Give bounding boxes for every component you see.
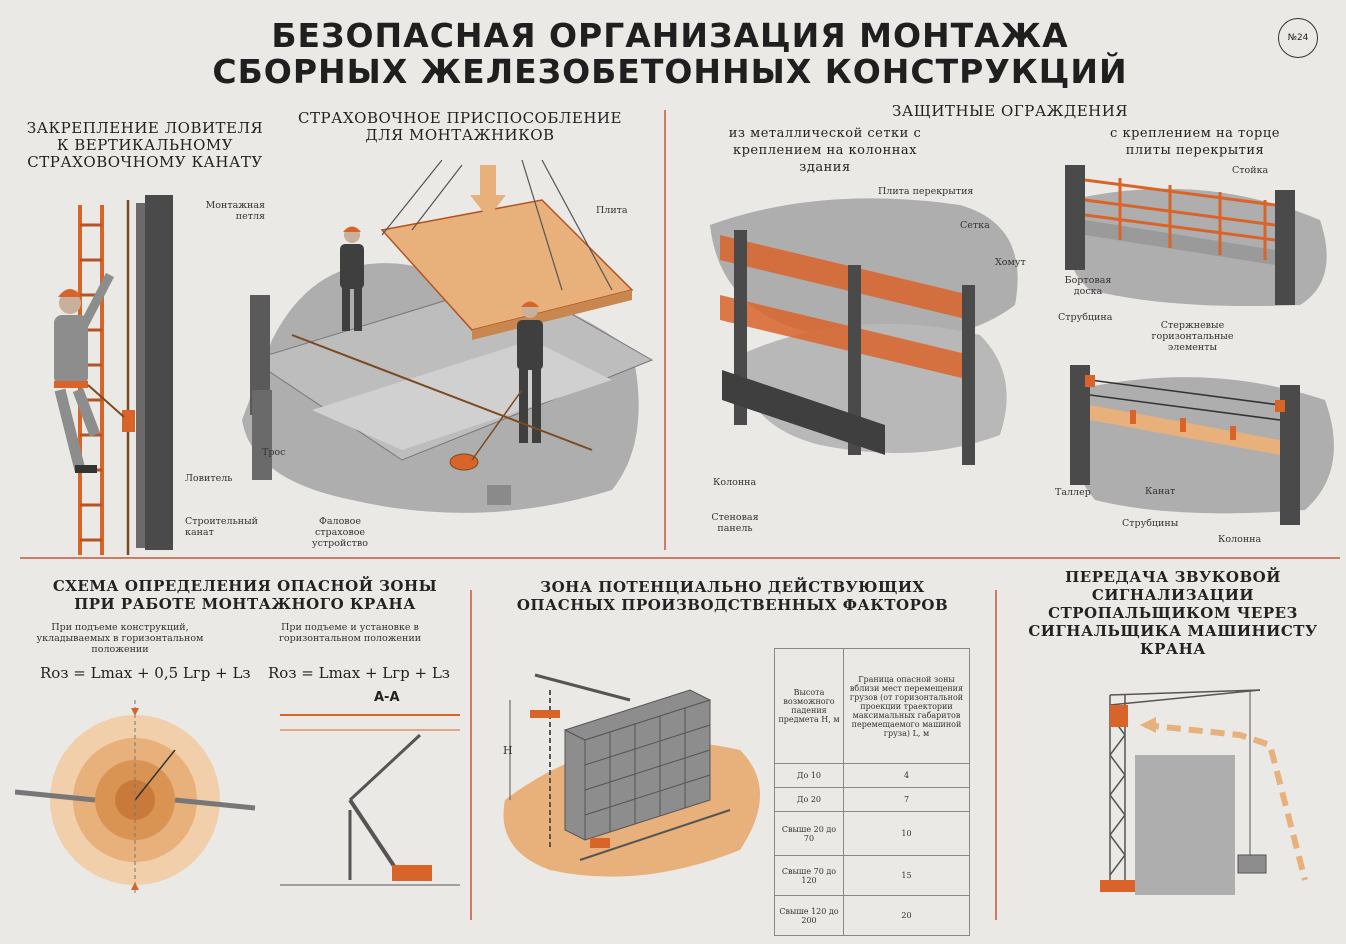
title-line-1: БЕЗОПАСНАЯ ОРГАНИЗАЦИЯ МОНТАЖА <box>271 16 1069 55</box>
table-header-height: Высота возможного падения предмета H, м <box>774 648 844 764</box>
factors-title: ЗОНА ПОТЕНЦИАЛЬНО ДЕЙСТВУЮЩИХ ОПАСНЫХ ПР… <box>516 578 949 614</box>
label-rod-elements: Стержневые горизонтальные элементы <box>1151 320 1234 353</box>
table-header-row: Высота возможного падения предмета H, м … <box>774 648 970 764</box>
danger-zone-title: СХЕМА ОПРЕДЕЛЕНИЯ ОПАСНОЙ ЗОНЫ ПРИ РАБОТ… <box>52 577 438 613</box>
section-aa-label: А-А <box>374 690 400 705</box>
danger-zone-note-right: При подъеме и установке в горизонтальном… <box>278 622 422 644</box>
label-kanat: Канат <box>1145 486 1176 497</box>
label-slab: Плита <box>596 205 628 216</box>
label-clamp-top: Струбцина <box>1058 312 1113 323</box>
signal-title: ПЕРЕДАЧА ЗВУКОВОЙ СИГНАЛИЗАЦИИ СТРОПАЛЬЩ… <box>1028 568 1318 658</box>
danger-zone-note-left: При подъеме конструкций, укладываемых в … <box>36 622 204 655</box>
label-wall-panel: Стеновая панель <box>711 512 759 534</box>
formula-right: Rоз = Lmax + Lгр + Lз <box>268 664 450 682</box>
table-cell-boundary: 20 <box>843 895 970 936</box>
label-column-right: Колонна <box>1218 534 1262 545</box>
guards-subtitle-right: с креплением на торце плиты перекрытия <box>1110 126 1280 158</box>
label-cable: Трос <box>262 447 286 458</box>
catcher-illustration <box>54 195 173 555</box>
formula-left: Rоз = Lmax + 0,5 Lгр + Lз <box>40 664 251 682</box>
label-taller: Таллер <box>1055 487 1091 498</box>
label-post: Стойка <box>1232 165 1269 176</box>
danger-zone-plan-diagram <box>15 700 256 895</box>
divider-vertical-top <box>664 110 666 550</box>
label-construction-rope: Строительный канат <box>185 516 258 538</box>
poster-title: БЕЗОПАСНАЯ ОРГАНИЗАЦИЯ МОНТАЖА СБОРНЫХ Ж… <box>170 18 1170 90</box>
table-cell-height: Свыше 70 до 120 <box>774 855 844 896</box>
label-mesh: Сетка <box>960 220 990 231</box>
divider-vertical-bottom-right <box>995 590 997 920</box>
label-column-left: Колонна <box>713 477 757 488</box>
danger-zone-section-diagram <box>280 714 460 886</box>
table-cell-boundary: 10 <box>843 811 970 856</box>
guards-title: ЗАЩИТНЫЕ ОГРАЖДЕНИЯ <box>892 102 1128 120</box>
table-header-boundary: Граница опасной зоны вблизи мест перемещ… <box>843 648 970 764</box>
table-cell-boundary: 4 <box>843 763 970 788</box>
label-fall-device: Фаловое страховое устройство <box>312 516 368 549</box>
table-cell-boundary: 7 <box>843 787 970 812</box>
safety-device-illustration <box>242 160 654 513</box>
factors-illustration <box>503 673 760 877</box>
table-cell-height: До 20 <box>774 787 844 812</box>
poster-number-badge: №24 <box>1278 18 1318 58</box>
table-cell-boundary: 15 <box>843 855 970 896</box>
signal-illustration <box>1100 689 1308 895</box>
table-cell-height: Свыше 120 до 200 <box>774 895 844 936</box>
guards-slab-edge-bottom-illustration <box>1070 365 1334 525</box>
label-mounting-loop: Монтажная петля <box>205 200 265 222</box>
height-label: H <box>503 744 513 757</box>
label-clamp: Хомут <box>995 257 1026 268</box>
guards-slab-edge-top-illustration <box>1065 165 1327 306</box>
guards-subtitle-left: из металлической сетки с креплением на к… <box>728 126 922 175</box>
label-clamps-bottom: Струбцины <box>1122 518 1179 529</box>
label-catcher: Ловитель <box>185 473 233 484</box>
title-line-2: СБОРНЫХ ЖЕЛЕЗОБЕТОННЫХ КОНСТРУКЦИЙ <box>212 52 1128 91</box>
danger-zone-table: Высота возможного падения предмета H, м … <box>774 648 970 936</box>
divider-vertical-bottom-left <box>470 590 472 920</box>
label-floor-slab: Плита перекрытия <box>878 186 974 197</box>
table-cell-height: Свыше 20 до 70 <box>774 811 844 856</box>
safety-device-title: СТРАХОВОЧНОЕ ПРИСПОСОБЛЕНИЕ ДЛЯ МОНТАЖНИ… <box>298 109 622 144</box>
catcher-title: ЗАКРЕПЛЕНИЕ ЛОВИТЕЛЯ К ВЕРТИКАЛЬНОМУ СТР… <box>26 119 264 171</box>
divider-horizontal <box>20 557 1340 559</box>
label-toe-board: Бортовая доска <box>1064 275 1112 297</box>
guards-mesh-illustration <box>710 198 1018 465</box>
table-cell-height: До 10 <box>774 763 844 788</box>
